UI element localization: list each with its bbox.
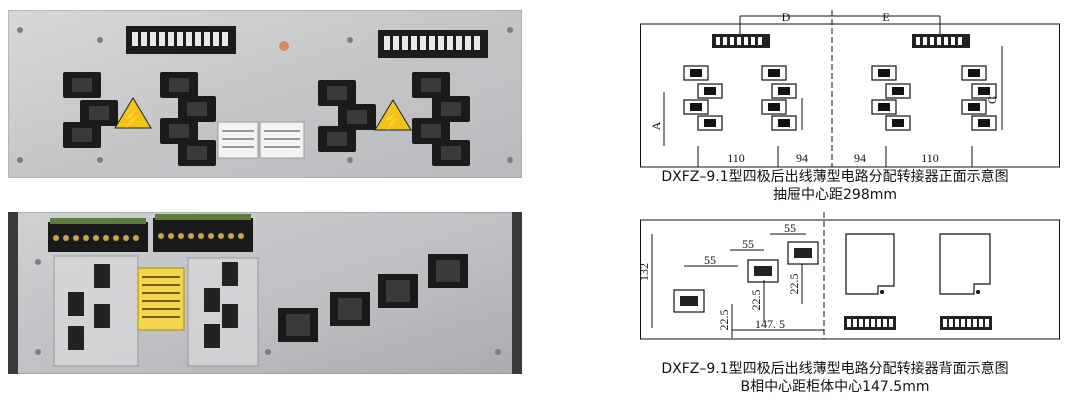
front-caption-line2: 抽屉中心距298mm <box>773 187 897 203</box>
warning-triangle-icon: ⚡ <box>114 97 152 129</box>
dim-147-5: 147. 5 <box>755 317 785 331</box>
dim-a-label: A <box>649 121 663 130</box>
dim-b-label: B <box>779 120 793 128</box>
output-socket-group <box>278 254 468 342</box>
terminal-strip-left <box>126 26 236 54</box>
warning-triangle-icon: ⚡ <box>374 99 412 131</box>
dim-22-5-a: 22.5 <box>717 310 731 331</box>
back-caption-line1: DXFZ–9.1型四极后出线薄型电路分配转接器背面示意图 <box>661 361 1009 377</box>
svg-text:⚡: ⚡ <box>382 109 404 131</box>
yellow-spec-label <box>137 267 185 331</box>
dim-132: 132 <box>640 263 651 281</box>
dim-94-left: 94 <box>796 151 808 165</box>
dim-55-c: 55 <box>784 221 796 235</box>
dim-110-right: 110 <box>921 151 939 165</box>
terminal-strip-right <box>378 30 488 58</box>
dim-e-label: E <box>882 10 889 24</box>
svg-text:⚡: ⚡ <box>122 107 144 129</box>
back-caption-line2: B相中心距柜体中心147.5mm <box>740 379 930 395</box>
front-panel-photo: ⚡ ⚡ <box>8 10 522 178</box>
dim-d-label: D <box>782 10 791 24</box>
dim-110-left: 110 <box>727 151 745 165</box>
back-schematic: 132 55 55 55 22.5 22.5 22.5 147. 5 <box>640 212 1060 340</box>
dim-55-b: 55 <box>742 237 754 251</box>
dim-94-right: 94 <box>854 151 866 165</box>
dim-22-5-c: 22.5 <box>787 274 801 295</box>
logo-mark <box>279 41 289 51</box>
dim-c-label: C <box>985 96 999 104</box>
terminal-block <box>48 214 253 252</box>
dim-55-a: 55 <box>704 253 716 267</box>
dim-22-5-b: 22.5 <box>749 290 763 311</box>
front-schematic: D E A B C 110 94 94 110 <box>640 10 1060 168</box>
back-panel-photo <box>8 212 522 374</box>
front-caption-line1: DXFZ–9.1型四极后出线薄型电路分配转接器正面示意图 <box>661 169 1009 185</box>
